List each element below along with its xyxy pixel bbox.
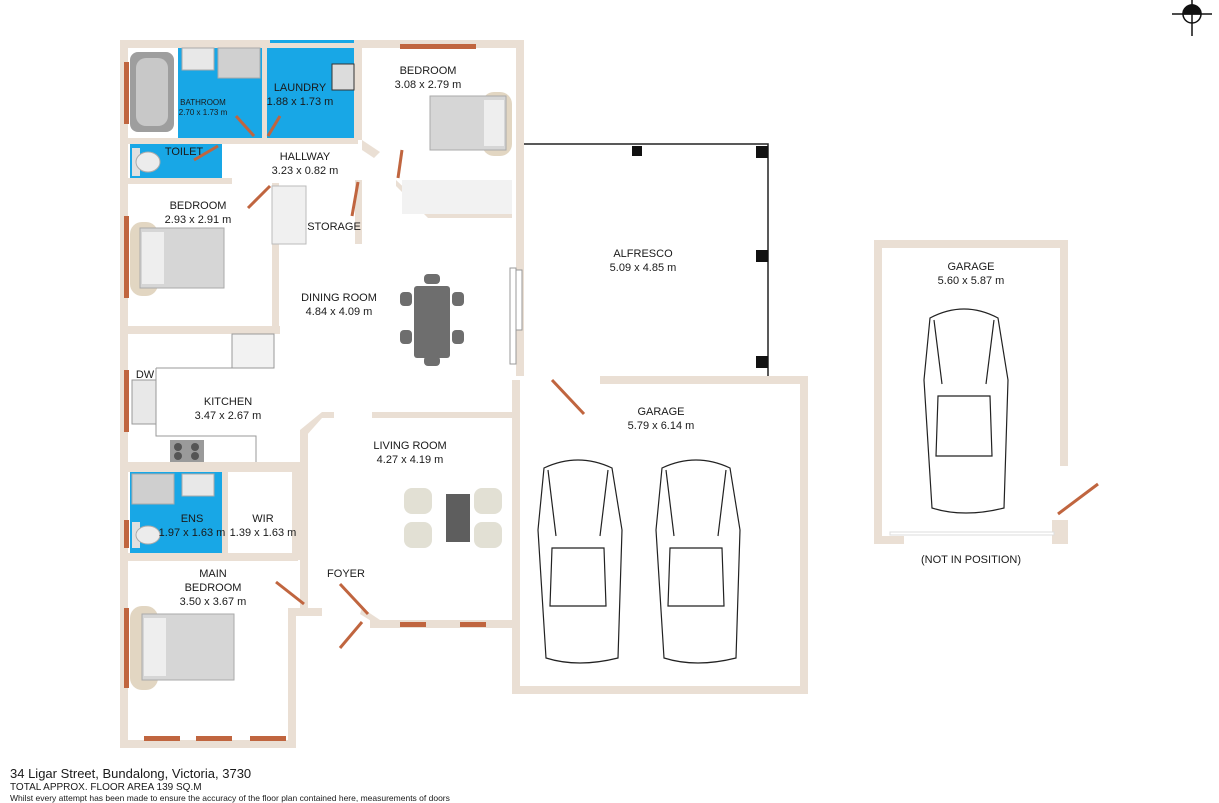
windows xyxy=(124,40,486,741)
room-name: ENS xyxy=(180,513,204,525)
detached-garage-walls xyxy=(874,240,1068,544)
table-icon xyxy=(400,274,464,366)
room-name: TOILET xyxy=(164,146,204,158)
doors xyxy=(193,114,1099,649)
ensuite-fixtures xyxy=(131,473,215,548)
dining-label: DINING ROOM 4.84 x 4.09 m xyxy=(301,291,377,319)
toilet-icon xyxy=(132,148,161,176)
room-name: ALFRESCO xyxy=(613,248,673,260)
property-address: 34 Ligar Street, Bundalong, Victoria, 37… xyxy=(10,766,252,781)
car-icon xyxy=(923,308,1009,514)
room-dimensions: 2.93 x 2.91 m xyxy=(164,214,232,226)
garage-detached-label: GARAGE 5.60 x 5.87 m xyxy=(938,260,1005,288)
storage-label: STORAGE xyxy=(307,220,361,234)
wardrobe xyxy=(402,180,512,214)
room-dimensions: 1.97 x 1.63 m xyxy=(158,527,226,539)
laundry-floor xyxy=(266,46,354,139)
room-dimensions: 5.79 x 6.14 m xyxy=(627,420,695,432)
car-icon xyxy=(655,459,741,664)
room-dimensions: 1.39 x 1.63 m xyxy=(229,527,297,539)
room-name: STORAGE xyxy=(307,221,361,233)
bath-icon xyxy=(130,52,174,132)
garage-main-label: GARAGE 5.79 x 6.14 m xyxy=(628,405,695,433)
foyer-label: FOYER xyxy=(327,567,365,581)
room-dimensions: 3.50 x 3.67 m xyxy=(179,596,247,608)
room-name: WIR xyxy=(252,513,274,525)
room-dimensions: 3.08 x 2.79 m xyxy=(394,79,462,91)
room-dimensions: 4.84 x 4.09 m xyxy=(305,306,373,318)
bed-icon xyxy=(130,606,235,690)
room-dimensions: 1.88 x 1.73 m xyxy=(266,96,334,108)
bed-icon xyxy=(130,222,225,296)
laundry-label: LAUNDRY 1.88 x 1.73 m xyxy=(267,81,334,109)
sliding-door xyxy=(509,267,523,365)
room-dimensions: 3.47 x 2.67 m xyxy=(194,410,262,422)
room-name: KITCHEN xyxy=(203,396,253,408)
living-label: LIVING ROOM 4.27 x 4.19 m xyxy=(373,439,446,467)
room-name: HALLWAY xyxy=(279,151,331,163)
stove-icon xyxy=(170,440,204,462)
room-name: BEDROOM xyxy=(169,200,227,212)
kitchen-label: KITCHEN 3.47 x 2.67 m xyxy=(195,395,262,423)
room-dimensions: 3.23 x 0.82 m xyxy=(271,165,339,177)
alfresco-label: ALFRESCO 5.09 x 4.85 m xyxy=(610,247,677,275)
washer xyxy=(331,63,355,91)
wardrobe xyxy=(271,185,307,245)
main-bedroom-label: MAIN BEDROOM 3.50 x 3.67 m xyxy=(180,567,247,609)
ens-label: ENS 1.97 x 1.63 m xyxy=(159,512,226,540)
detached-garage-door xyxy=(889,531,1055,536)
room-name: GARAGE xyxy=(637,406,685,418)
sofa-icon xyxy=(404,488,502,548)
room-name: LIVING ROOM xyxy=(373,440,447,452)
floor-area: TOTAL APPROX. FLOOR AREA 139 SQ.M xyxy=(10,782,202,793)
room-name: BATHROOM xyxy=(180,98,226,107)
wir-label: WIR 1.39 x 1.63 m xyxy=(230,512,297,540)
room-name: MAIN xyxy=(199,568,227,580)
room-name: FOYER xyxy=(327,568,365,580)
room-name-line2: BEDROOM xyxy=(184,582,242,594)
kitchen-bench xyxy=(131,333,275,462)
room-name: BEDROOM xyxy=(399,65,457,77)
shower xyxy=(217,47,261,79)
room-name: DINING ROOM xyxy=(301,292,377,304)
room-dimensions: 5.09 x 4.85 m xyxy=(609,262,677,274)
disclaimer: Whilst every attempt has been made to en… xyxy=(10,793,450,803)
room-name: DW xyxy=(135,369,155,381)
bathroom-label: BATHROOM 2.70 x 1.73 m xyxy=(179,98,227,118)
toilet-label: TOILET xyxy=(165,145,203,159)
bedroom-top-label: BEDROOM 3.08 x 2.79 m xyxy=(395,64,462,92)
alfresco-outline xyxy=(524,143,769,376)
room-dimensions: 2.70 x 1.73 m xyxy=(178,108,228,117)
not-in-position-note: (NOT IN POSITION) xyxy=(920,554,1022,566)
compass-icon xyxy=(1172,0,1212,36)
bed-icon xyxy=(429,92,512,156)
room-dimensions: 5.60 x 5.87 m xyxy=(937,275,1005,287)
bedroom-left-label: BEDROOM 2.93 x 2.91 m xyxy=(165,199,232,227)
room-name: LAUNDRY xyxy=(273,82,327,94)
room-name: GARAGE xyxy=(947,261,995,273)
room-dimensions: 4.27 x 4.19 m xyxy=(376,454,444,466)
car-icon xyxy=(537,459,623,664)
hallway-label: HALLWAY 3.23 x 0.82 m xyxy=(272,150,339,178)
vanity xyxy=(181,47,215,71)
dw-label: DW xyxy=(136,368,154,382)
